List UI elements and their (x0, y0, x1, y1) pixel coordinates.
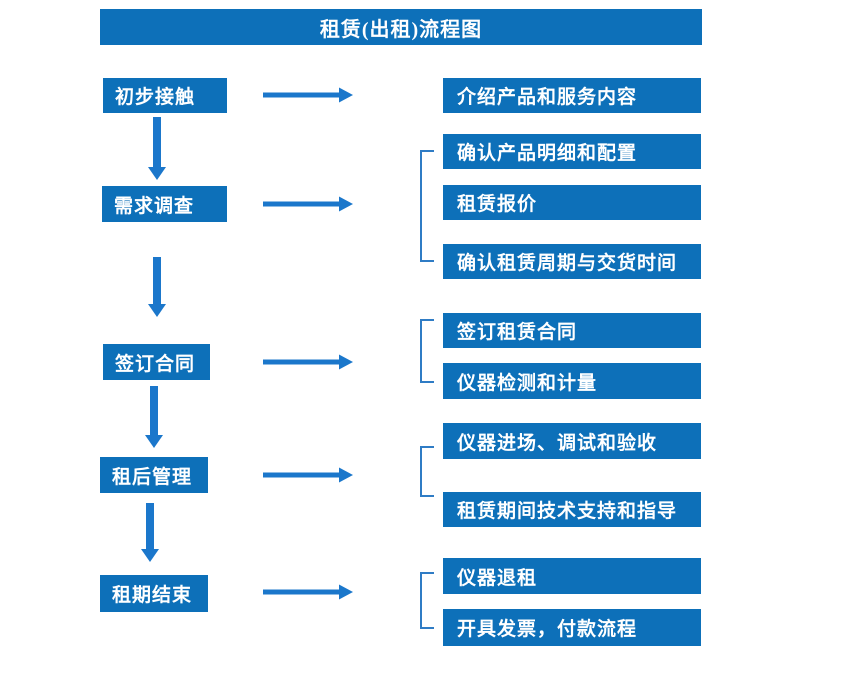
detail-box-instrument-return: 仪器退租 (443, 558, 701, 594)
step-box-5-rental-end: 租期结束 (100, 575, 208, 612)
arrow-down-icon-3 (145, 386, 163, 448)
bracket-connector-4 (420, 446, 434, 497)
detail-box-rental-quotation: 租赁报价 (443, 185, 701, 220)
step-box-4-post-rental-management: 租后管理 (100, 457, 208, 493)
detail-box-instrument-testing: 仪器检测和计量 (443, 363, 701, 399)
detail-box-confirm-period-delivery: 确认租赁周期与交货时间 (443, 244, 701, 279)
bracket-connector-2 (420, 150, 434, 262)
arrow-down-icon-2 (148, 257, 166, 317)
step-box-3-sign-contract: 签订合同 (103, 344, 210, 380)
arrow-right-icon-4 (263, 467, 353, 483)
flowchart-title: 租赁(出租)流程图 (100, 9, 702, 45)
bracket-connector-5 (420, 572, 434, 629)
detail-box-introduce-products: 介绍产品和服务内容 (443, 78, 701, 113)
detail-box-technical-support: 租赁期间技术支持和指导 (443, 492, 701, 527)
arrow-right-icon-2 (263, 196, 353, 212)
detail-box-instrument-setup-acceptance: 仪器进场、调试和验收 (443, 423, 701, 459)
step-box-2-demand-survey: 需求调查 (102, 186, 227, 222)
detail-box-confirm-product-config: 确认产品明细和配置 (443, 134, 701, 169)
bracket-connector-3 (420, 319, 434, 383)
arrow-right-icon-5 (263, 584, 353, 600)
arrow-right-icon-1 (263, 87, 353, 103)
arrow-right-icon-3 (263, 354, 353, 370)
detail-box-sign-rental-contract: 签订租赁合同 (443, 313, 701, 348)
arrow-down-icon-4 (141, 503, 159, 562)
arrow-down-icon-1 (148, 117, 166, 180)
detail-box-invoice-payment: 开具发票，付款流程 (443, 609, 701, 646)
step-box-1-initial-contact: 初步接触 (103, 78, 227, 113)
